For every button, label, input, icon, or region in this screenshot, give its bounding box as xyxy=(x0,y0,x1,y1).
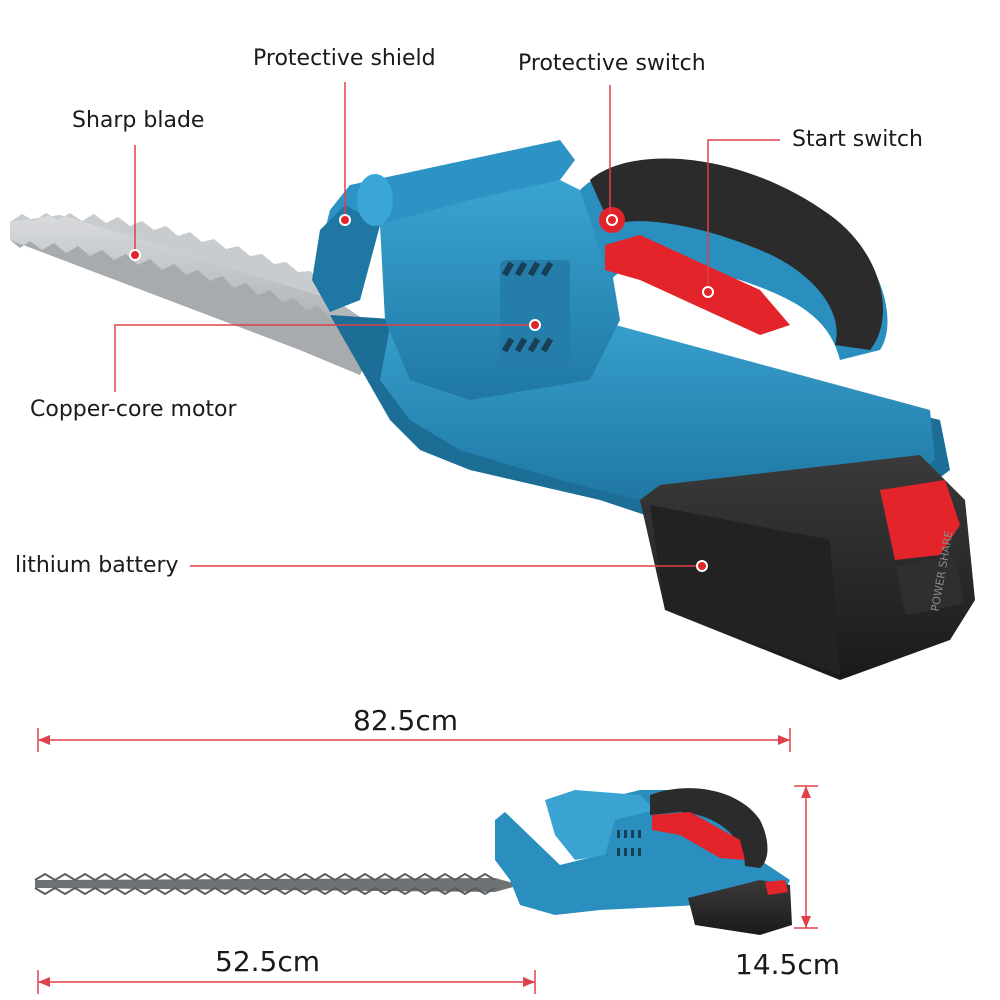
callout-dots xyxy=(129,214,714,572)
large-battery: POWER SHARE xyxy=(640,455,975,680)
small-trimmer-body xyxy=(495,788,790,915)
dimension-lines xyxy=(37,728,818,994)
blade-length-dimension: 52.5cm xyxy=(215,945,321,978)
protective-switch-label: Protective switch xyxy=(518,51,706,76)
small-battery xyxy=(688,880,792,935)
small-blade xyxy=(34,872,520,896)
start-switch-label: Start switch xyxy=(792,127,923,152)
total-length-dimension: 82.5cm xyxy=(353,704,459,737)
copper-core-motor-label: Copper-core motor xyxy=(30,397,237,422)
lithium-battery-label: lithium battery xyxy=(15,553,179,578)
height-dimension: 14.5cm xyxy=(735,948,841,981)
sharp-blade-label: Sharp blade xyxy=(72,108,205,133)
protective-shield-label: Protective shield xyxy=(253,46,436,71)
large-blade xyxy=(10,213,380,375)
callout-leaders xyxy=(114,82,780,567)
